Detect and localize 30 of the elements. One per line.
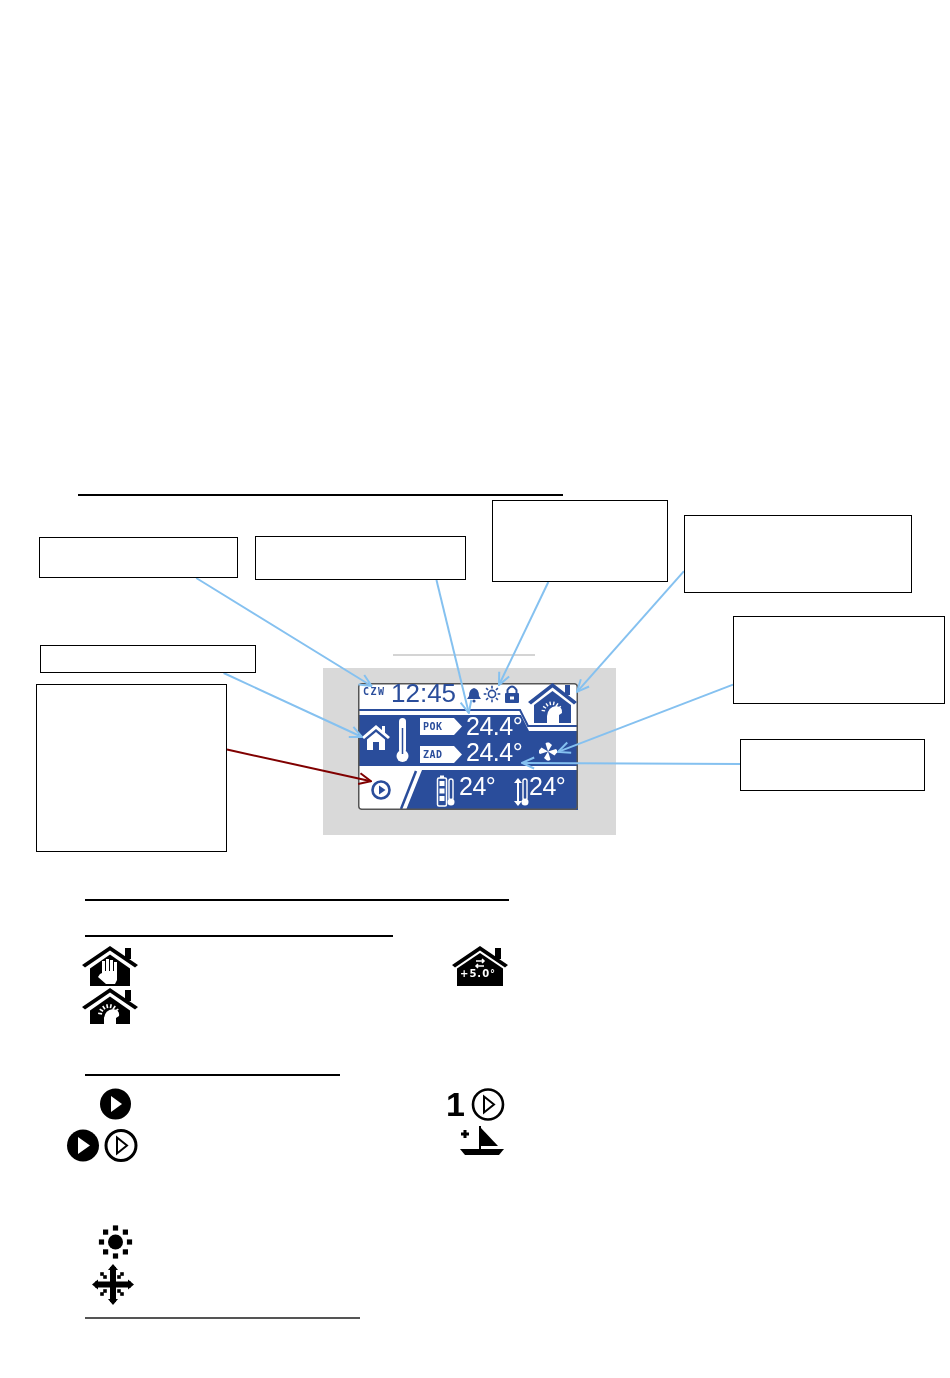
house-icon: [362, 724, 390, 750]
house-figure-icon: [528, 683, 577, 723]
sun-icon: [482, 685, 502, 703]
callout-box: [684, 515, 912, 593]
fan-icon: [538, 741, 558, 762]
play-circle-icon: [371, 779, 391, 801]
callout-box: [492, 500, 668, 582]
temperature-value: 24°: [529, 773, 566, 799]
leader-arrow: [226, 748, 372, 785]
leader-arrow: [557, 683, 734, 754]
leader-arrow: [521, 756, 741, 770]
clock-time: 12:45: [391, 680, 457, 706]
tag-label: POK: [423, 720, 443, 733]
weekday-text: CZW: [363, 686, 386, 698]
callout-box: [40, 645, 256, 673]
thermostat-display: [323, 668, 616, 835]
callout-box: [740, 739, 925, 791]
offset-value: +5.0°: [460, 968, 497, 980]
leader-arrow: [435, 579, 473, 714]
temperature-value: 24.4°: [466, 713, 523, 739]
tag-label: ZAD: [423, 748, 443, 761]
leader-arrow: [498, 581, 550, 686]
number-label: 1: [446, 1088, 465, 1120]
temperature-value: 24°: [459, 773, 496, 799]
leader-arrow: [195, 577, 373, 687]
callout-box: [733, 616, 945, 704]
callout-box: [39, 537, 238, 578]
callout-box: [36, 684, 227, 852]
temperature-value: 24.4°: [466, 739, 523, 765]
callout-box: [255, 536, 466, 580]
